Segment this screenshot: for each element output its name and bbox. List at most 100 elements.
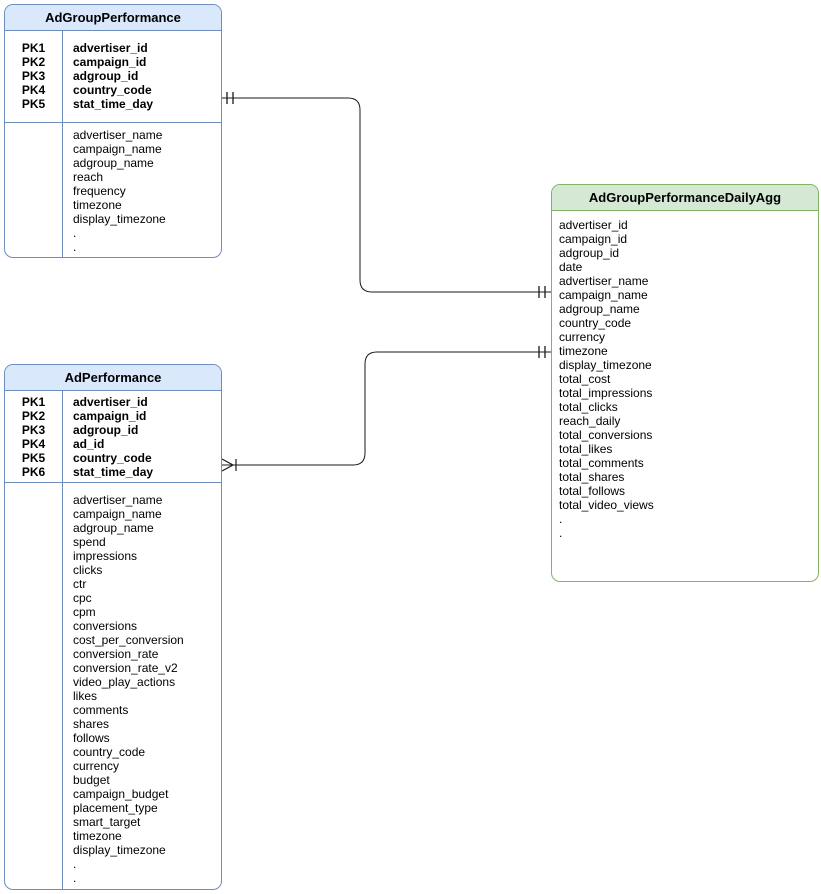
- attribute-row: follows: [73, 731, 110, 745]
- pk-label: PK1: [21, 395, 46, 409]
- attribute-row: advertiser_id: [559, 218, 628, 232]
- attribute-row: campaign_budget: [73, 787, 169, 801]
- attribute-section: advertiser_name campaign_name adgroup_na…: [5, 482, 221, 885]
- cardinality-exactly-one-marker: [538, 346, 546, 358]
- attribute-row: timezone: [73, 198, 122, 212]
- pk-label: PK5: [21, 97, 46, 111]
- pk-row: PK2 campaign_id: [5, 409, 221, 423]
- attribute-row: ctr: [73, 577, 87, 591]
- pk-field-name: stat_time_day: [73, 97, 154, 111]
- pk-field-name: adgroup_id: [73, 423, 139, 437]
- pk-field-name: country_code: [73, 83, 152, 97]
- entity-title: AdPerformance: [5, 365, 221, 391]
- attribute-row: total_impressions: [559, 386, 653, 400]
- attribute-row: .: [73, 226, 77, 240]
- pk-row: PK3 adgroup_id: [5, 423, 221, 437]
- attribute-row: .: [559, 526, 563, 540]
- attribute-row: cpm: [73, 605, 96, 619]
- pk-column-divider: [62, 391, 63, 889]
- pk-row: PK4 ad_id: [5, 437, 221, 451]
- attribute-row: .: [73, 240, 77, 254]
- pk-label: PK3: [21, 69, 46, 83]
- attribute-row: display_timezone: [73, 212, 166, 226]
- pk-label: PK6: [21, 465, 46, 479]
- attribute-row: placement_type: [73, 801, 158, 815]
- relationship-line[interactable]: [222, 97, 551, 293]
- entity-adgroupperformancedailyagg[interactable]: AdGroupPerformanceDailyAgg advertiser_id…: [551, 184, 819, 582]
- attribute-row: total_shares: [559, 470, 625, 484]
- pk-field-name: campaign_id: [73, 55, 147, 69]
- attribute-row: adgroup_name: [73, 521, 154, 535]
- attribute-row: total_video_views: [559, 498, 654, 512]
- entity-adgroupperformance[interactable]: AdGroupPerformance PK1 advertiser_id PK2…: [4, 4, 222, 258]
- attribute-row: country_code: [559, 316, 632, 330]
- pk-label: PK1: [21, 41, 46, 55]
- attribute-row: conversions: [73, 619, 138, 633]
- attribute-row: impressions: [73, 549, 138, 563]
- pk-label: PK3: [21, 423, 46, 437]
- attribute-row: advertiser_name: [559, 274, 649, 288]
- attribute-row: timezone: [559, 344, 608, 358]
- attribute-row: campaign_id: [559, 232, 628, 246]
- attribute-row: date: [559, 260, 583, 274]
- pk-field-name: adgroup_id: [73, 69, 139, 83]
- pk-field-name: advertiser_id: [73, 395, 148, 409]
- attribute-row: currency: [73, 759, 120, 773]
- cardinality-many-marker: [221, 458, 237, 472]
- pk-row: PK3 adgroup_id: [5, 69, 221, 83]
- attribute-row: currency: [559, 330, 606, 344]
- attribute-row: advertiser_name: [73, 493, 163, 507]
- attribute-row: timezone: [73, 829, 122, 843]
- entity-adperformance[interactable]: AdPerformance PK1 advertiser_id PK2 camp…: [4, 364, 222, 890]
- entity-title: AdGroupPerformance: [5, 5, 221, 31]
- attribute-row: conversion_rate_v2: [73, 661, 178, 675]
- attribute-row: conversion_rate: [73, 647, 159, 661]
- pk-field-name: stat_time_day: [73, 465, 154, 479]
- pk-label: PK4: [21, 83, 46, 97]
- attribute-row: shares: [73, 717, 110, 731]
- pk-label: PK2: [21, 409, 46, 423]
- pk-row: PK4 country_code: [5, 83, 221, 97]
- attribute-row: .: [73, 871, 77, 885]
- cardinality-exactly-one-marker: [538, 286, 546, 298]
- attribute-row: total_likes: [559, 442, 613, 456]
- attribute-row: smart_target: [73, 815, 141, 829]
- attribute-row: display_timezone: [559, 358, 652, 372]
- attribute-row: cpc: [73, 591, 92, 605]
- attribute-row: budget: [73, 773, 110, 787]
- pk-field-name: country_code: [73, 451, 152, 465]
- attribute-row: adgroup_name: [559, 302, 640, 316]
- pk-row: PK2 campaign_id: [5, 55, 221, 69]
- attribute-row: adgroup_name: [73, 156, 154, 170]
- primary-key-section: PK1 advertiser_id PK2 campaign_id PK3 ad…: [5, 31, 221, 122]
- attribute-row: advertiser_name: [73, 128, 163, 142]
- relationship-line[interactable]: [222, 351, 551, 466]
- attribute-row: .: [73, 857, 77, 871]
- pk-field-name: campaign_id: [73, 409, 147, 423]
- relationship-adperformance-to-dailyagg[interactable]: [221, 346, 551, 472]
- pk-field-name: ad_id: [73, 437, 105, 451]
- attribute-row: total_clicks: [559, 400, 618, 414]
- pk-label: PK5: [21, 451, 46, 465]
- attribute-row: adgroup_id: [559, 246, 620, 260]
- attribute-row: frequency: [73, 184, 126, 198]
- attribute-row: total_conversions: [559, 428, 653, 442]
- pk-label: PK4: [21, 437, 46, 451]
- attribute-row: display_timezone: [73, 843, 166, 857]
- attribute-row: clicks: [73, 563, 103, 577]
- attribute-row: campaign_name: [73, 507, 162, 521]
- pk-row: PK5 country_code: [5, 451, 221, 465]
- cardinality-exactly-one-marker: [226, 92, 234, 104]
- attribute-row: reach_daily: [559, 414, 621, 428]
- attribute-section: advertiser_id campaign_id adgroup_id dat…: [552, 211, 818, 540]
- attribute-row: video_play_actions: [73, 675, 176, 689]
- attribute-row: country_code: [73, 745, 146, 759]
- relationship-adgroupperformance-to-dailyagg[interactable]: [222, 92, 551, 298]
- attribute-row: campaign_name: [559, 288, 648, 302]
- attribute-row: total_follows: [559, 484, 626, 498]
- pk-field-name: advertiser_id: [73, 41, 148, 55]
- attribute-row: cost_per_conversion: [73, 633, 184, 647]
- pk-row: PK1 advertiser_id: [5, 395, 221, 409]
